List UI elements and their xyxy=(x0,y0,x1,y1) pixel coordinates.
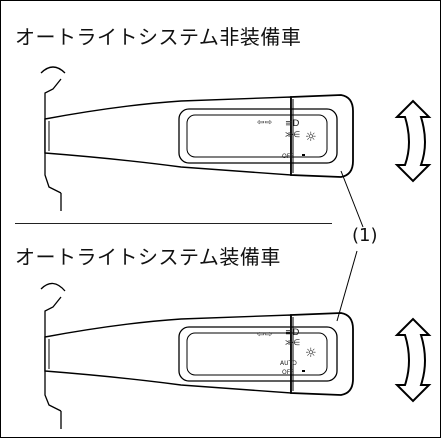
callout-label: (1) xyxy=(352,225,378,246)
parking-light-icon: ≫∈ xyxy=(285,338,300,347)
parking-light-icon: ≫∈ xyxy=(285,130,300,139)
rotate-arrow-icon-bottom xyxy=(394,317,432,403)
lever-switch-top: ⇦⇨ ≡D ≫∈ ☼ OFF xyxy=(40,66,354,211)
headlight-icon: ≡D xyxy=(285,119,300,129)
turn-signal-arrows-icon: ⇦⇨ xyxy=(257,330,273,340)
switch-label-auto: AUTO xyxy=(280,360,297,367)
rotate-arrow-icon-top xyxy=(394,99,432,183)
switch-position-mark xyxy=(302,370,305,372)
turn-signal-arrows-icon: ⇦⇨ xyxy=(257,118,273,128)
switch-label-off: OFF xyxy=(282,153,294,160)
light-on-sun-icon: ☼ xyxy=(305,130,317,145)
lever-knob xyxy=(290,312,354,396)
switch-label-off: OFF xyxy=(282,369,294,376)
headlight-icon: ≡D xyxy=(285,328,300,338)
lever-switch-bottom: ⇦⇨ ≡D ≫∈ ☼ AUTO OFF xyxy=(40,282,354,429)
light-on-sun-icon: ☼ xyxy=(305,346,317,361)
steering-column-outline xyxy=(40,282,66,292)
section-title-with-auto-light: オートライトシステム装備車 xyxy=(15,245,281,269)
switch-position-mark xyxy=(302,154,305,156)
section-divider xyxy=(15,223,332,224)
steering-column-outline xyxy=(40,66,66,74)
section-title-without-auto-light: オートライトシステム非装備車 xyxy=(15,25,302,49)
callout-leaders xyxy=(336,170,364,322)
